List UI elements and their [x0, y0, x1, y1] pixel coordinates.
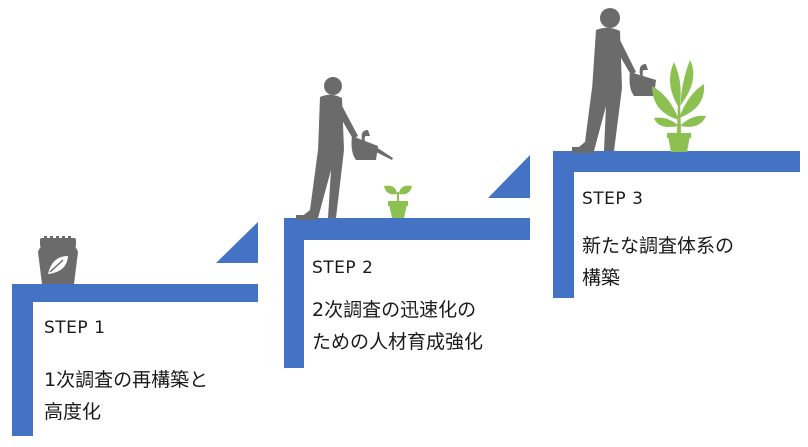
stair-1: [12, 284, 258, 436]
step-1-label: STEP 1: [44, 318, 106, 338]
step-connector-1: [216, 222, 258, 263]
soil-bag-icon: [38, 236, 78, 284]
grown-plant-icon: [652, 60, 706, 152]
step-3-description: 新たな調査体系の 構築: [582, 235, 735, 289]
step-1-description: 1次調査の再構築と 高度化: [44, 369, 209, 423]
stair-3: [553, 151, 800, 298]
step-connector-2: [488, 155, 530, 198]
sprout-icon: [384, 185, 412, 218]
step-2-description: 2次調査の迅速化の ための人材育成強化: [312, 299, 484, 353]
stair-2: [284, 218, 530, 368]
step-2-label: STEP 2: [312, 258, 374, 278]
step-3-label: STEP 3: [582, 189, 644, 209]
person-watering-icon-3: [572, 8, 656, 153]
person-watering-icon-2: [296, 77, 393, 220]
